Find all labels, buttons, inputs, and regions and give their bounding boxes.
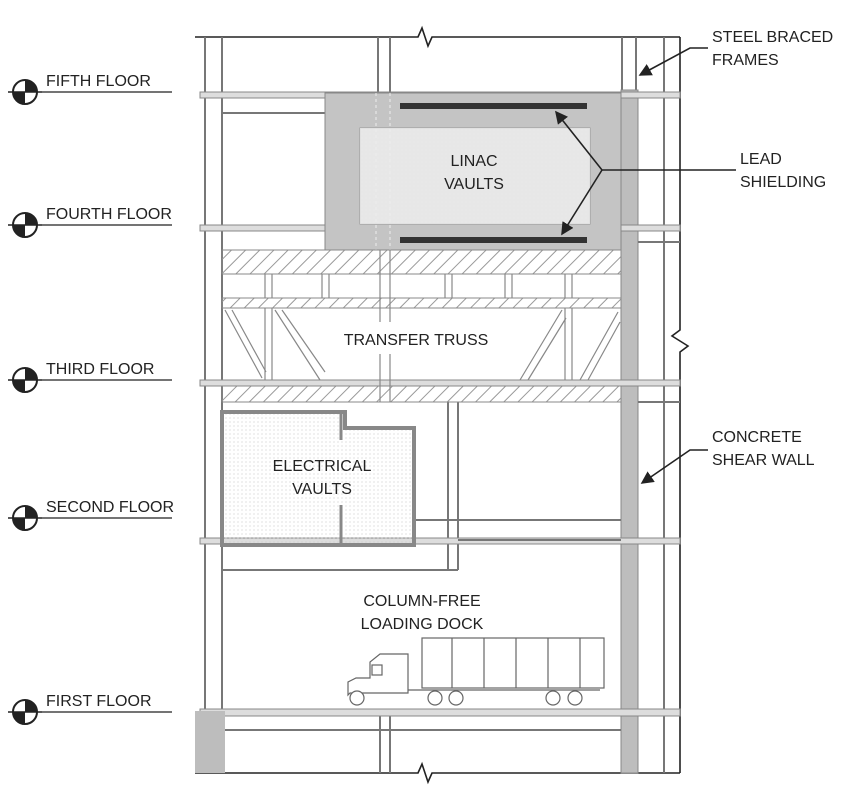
right-break-line: [670, 37, 690, 773]
level-label: FOURTH FLOOR: [46, 206, 172, 223]
lead-label-1: LEAD: [740, 151, 782, 168]
level-marker: FIFTH FLOOR: [8, 73, 172, 105]
electrical-vaults: ELECTRICAL VAULTS: [220, 410, 416, 547]
level-datum-icon: [8, 699, 42, 725]
transfer-truss: TRANSFER TRUSS: [221, 249, 622, 403]
steel-braced-label-2: FRAMES: [712, 52, 779, 69]
bottom-break-line: [195, 761, 680, 785]
dock-label-1: COLUMN-FREE: [363, 593, 480, 610]
level-marker: FIRST FLOOR: [8, 693, 172, 725]
steel-braced-label-1: STEEL BRACED: [712, 29, 833, 46]
dock-label-2: LOADING DOCK: [361, 616, 484, 633]
steel-braced-leader: [638, 47, 708, 76]
level-label: FIRST FLOOR: [46, 693, 152, 710]
linac-vaults: LINAC VAULTS: [324, 92, 622, 251]
truck-icon: [347, 637, 605, 706]
level-marker: THIRD FLOOR: [8, 361, 172, 393]
level-marker: SECOND FLOOR: [8, 499, 174, 531]
level-datum-icon: [8, 79, 42, 105]
level-label: THIRD FLOOR: [46, 361, 154, 378]
lead-shielding-top: [400, 103, 587, 109]
concrete-label-1: CONCRETE: [712, 429, 802, 446]
level-label: FIFTH FLOOR: [46, 73, 151, 90]
lead-label-2: SHIELDING: [740, 174, 826, 191]
concrete-label-2: SHEAR WALL: [712, 452, 815, 469]
electrical-label-2: VAULTS: [292, 481, 352, 498]
linac-label-1: LINAC: [450, 153, 497, 170]
linac-label-2: VAULTS: [444, 176, 504, 193]
lead-shielding-bottom: [400, 237, 587, 243]
interior-columns: [377, 37, 665, 773]
steel-braced-frame-column: [621, 37, 637, 90]
left-column: [204, 37, 223, 712]
level-marker: FOURTH FLOOR: [8, 206, 172, 238]
electrical-label-1: ELECTRICAL: [273, 458, 372, 475]
concrete-leader: [640, 449, 708, 484]
level-datum-icon: [8, 367, 42, 393]
top-break-line: [195, 25, 680, 49]
transfer-truss-label: TRANSFER TRUSS: [344, 332, 489, 349]
level-markers: FIFTH FLOOR FOURTH FLOOR THIRD FLOOR SECOND…: [8, 73, 174, 725]
level-datum-icon: [8, 505, 42, 531]
concrete-shear-wall: [620, 89, 639, 774]
level-label: SECOND FLOOR: [46, 499, 174, 516]
level-datum-icon: [8, 212, 42, 238]
lead-leader-bottom: [561, 169, 603, 236]
